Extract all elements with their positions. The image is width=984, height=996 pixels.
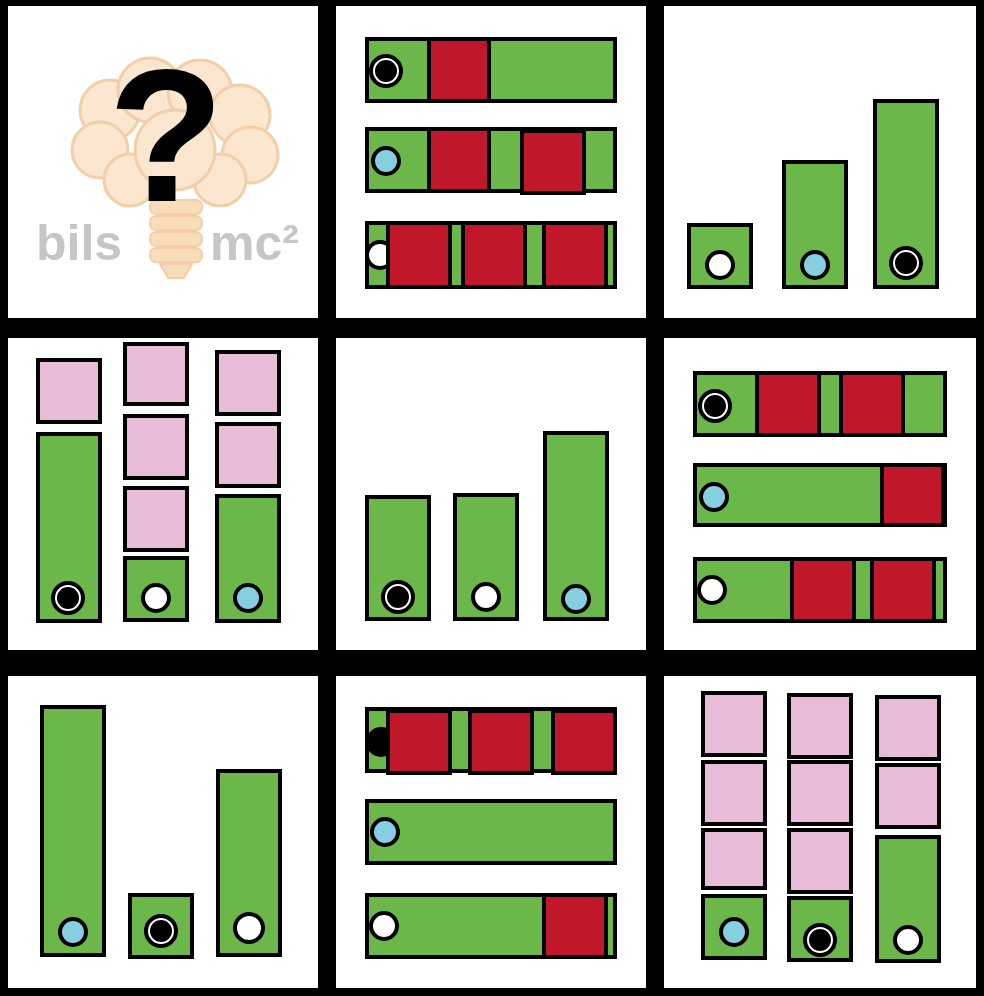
watermark-text: bils <box>36 218 122 268</box>
question-mark: ? <box>108 40 224 230</box>
watermark-text: mc² <box>210 218 299 268</box>
bars <box>38 39 945 961</box>
